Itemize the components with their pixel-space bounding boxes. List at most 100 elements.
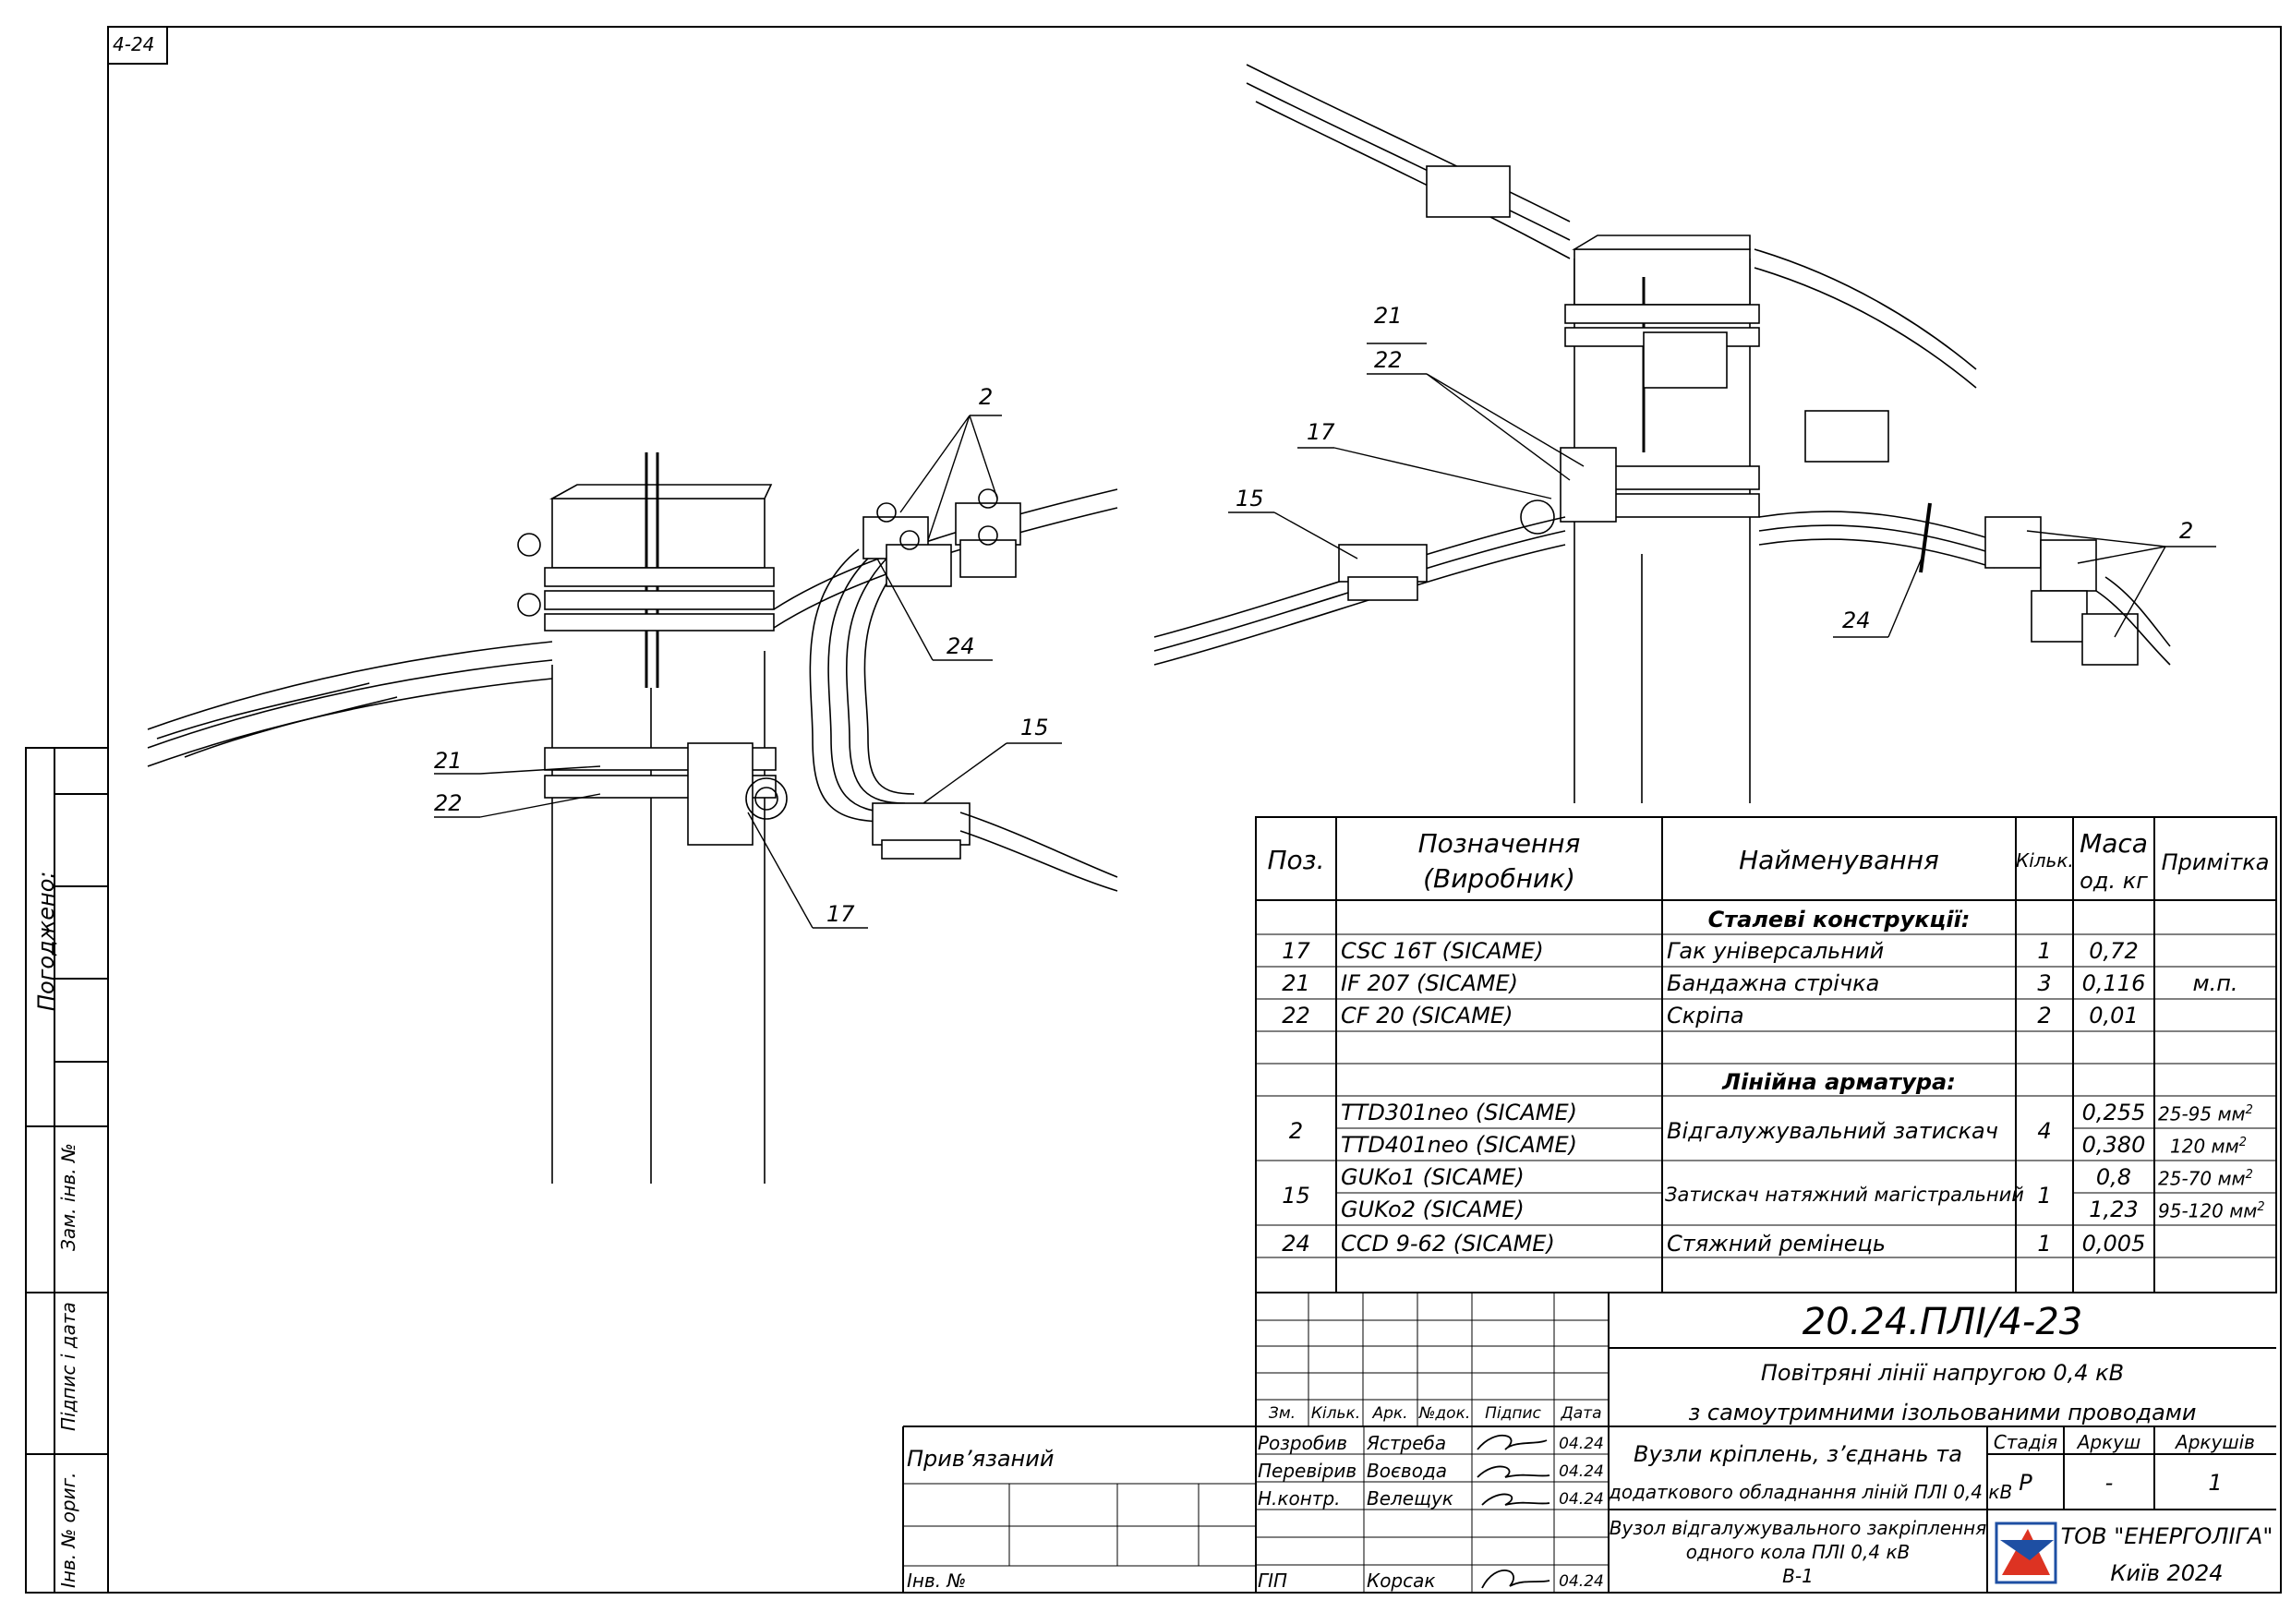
spec-row-mass-b: 0,380 (2081, 1132, 2146, 1158)
title-block-thin (903, 1293, 1609, 1593)
spec-table-rows (1256, 933, 2276, 1258)
spec-row-pos: 24 (1282, 1231, 1310, 1257)
spec-row-name: Бандажна стрічка (1667, 970, 1880, 996)
side-strip (25, 747, 109, 1594)
spec-row-designation: CSC 16T (SICAME) (1341, 938, 1544, 964)
spec-row-mass-a: 0,8 (2095, 1164, 2132, 1190)
spec-row-mass-b: 1,23 (2089, 1197, 2139, 1222)
spec-section-line: Лінійна арматура: (1722, 1069, 1956, 1095)
person-date: 04.24 (1559, 1572, 1604, 1591)
spec-row-mass: 0,01 (2089, 1003, 2139, 1029)
signatures (1477, 1434, 1550, 1589)
spec-row-qty: 1 (2037, 1183, 2052, 1209)
sheet-value: - (2104, 1470, 2114, 1496)
spec-row-designation: CCD 9-62 (SICAME) (1341, 1231, 1555, 1257)
spec-row-name: Затискач натяжний магістральний (1665, 1184, 2024, 1206)
side-label-replaced-inv: Зам. інв. № (57, 1143, 79, 1251)
section-line-2: додаткового обладнання ліній ПЛІ 0,4 кВ (1609, 1481, 2013, 1503)
bound-label: Прив’язаний (907, 1446, 1055, 1472)
callout-right-17: 17 (1307, 419, 1335, 445)
spec-header-note: Примітка (2161, 849, 2270, 875)
spec-row-designation: IF 207 (SICAME) (1341, 970, 1519, 996)
spec-row-name: Стяжний ремінець (1667, 1231, 1887, 1257)
spec-header-mass: Маса (2080, 828, 2148, 859)
spec-row-note: м.п. (2192, 970, 2238, 996)
spec-row-name: Гак універсальний (1667, 938, 1885, 964)
person-role: Перевірив (1258, 1460, 1357, 1482)
spec-row-name: Відгалужувальний затискач (1667, 1118, 1998, 1144)
spec-row-qty: 3 (2037, 970, 2052, 996)
sheet-code-box (107, 26, 168, 65)
callout-right-22: 22 (1374, 347, 1403, 373)
spec-row-mass: 0,72 (2089, 938, 2139, 964)
spec-row-designation-a: GUKo1 (SICAME) (1341, 1164, 1525, 1190)
spec-row-pos: 15 (1282, 1183, 1310, 1209)
spec-header-qty: Кільк. (2016, 849, 2074, 872)
callout-left-2: 2 (979, 384, 994, 410)
person-name: Корсак (1367, 1570, 1436, 1592)
callout-left-17: 17 (826, 901, 855, 927)
col-header: Підпис (1485, 1404, 1541, 1423)
callout-left-21: 21 (434, 748, 463, 774)
spec-row-mass: 0,116 (2081, 970, 2146, 996)
spec-header-manufacturer: (Виробник) (1423, 863, 1575, 894)
callout-left-24: 24 (947, 633, 975, 659)
callout-left-22: 22 (434, 790, 463, 816)
spec-row-qty: 2 (2037, 1003, 2052, 1029)
spec-row-designation-a: TTD301neo (SICAME) (1341, 1100, 1577, 1125)
spec-row-designation-b: TTD401neo (SICAME) (1341, 1132, 1577, 1158)
project-line-2: з самоутримними ізольованими проводами (1688, 1400, 2197, 1426)
left-pole-illustration (147, 452, 1118, 1184)
col-header: Зм. (1268, 1404, 1296, 1423)
spec-row-pos: 17 (1282, 938, 1310, 964)
spec-row-pos: 2 (1288, 1118, 1304, 1144)
person-role: Н.контр. (1258, 1487, 1341, 1510)
spec-header-mass-unit: од. кг (2080, 868, 2148, 894)
spec-header-designation: Позначення (1417, 828, 1581, 859)
spec-header-name: Найменування (1739, 845, 1939, 875)
spec-row-designation: CF 20 (SICAME) (1341, 1003, 1513, 1029)
callout-left-15: 15 (1020, 715, 1049, 740)
callout-right-24: 24 (1842, 607, 1871, 633)
sheets-label: Аркушів (2176, 1431, 2255, 1453)
spec-row-mass-a: 0,255 (2081, 1100, 2146, 1125)
right-pole-illustration (1153, 64, 2171, 803)
spec-row-qty: 1 (2037, 1231, 2052, 1257)
city-year: Київ 2024 (2110, 1560, 2224, 1586)
spec-row-note-a: 25-70 мм2 (2158, 1167, 2253, 1190)
col-header: №док. (1418, 1404, 1471, 1423)
callout-right-21: 21 (1374, 303, 1403, 329)
spec-table-grid (1255, 816, 2277, 1293)
person-name: Ястреба (1367, 1432, 1447, 1454)
person-name: Велещук (1367, 1487, 1453, 1510)
person-date: 04.24 (1559, 1490, 1604, 1509)
stage-label: Стадія (1993, 1431, 2058, 1453)
sheet-code: 4-24 (113, 33, 155, 55)
inv-label: Інв. № (907, 1570, 967, 1592)
col-header: Кільк. (1310, 1404, 1361, 1423)
company-logo (1995, 1522, 2057, 1584)
drawing-line-1: Вузол відгалужувального закріплення (1609, 1517, 1987, 1539)
spec-row-note-a: 25-95 мм2 (2158, 1102, 2253, 1125)
drawing-line-3: В-1 (1782, 1565, 1814, 1587)
title-block-grid (902, 1293, 2276, 1593)
spec-row-designation-b: GUKo2 (SICAME) (1341, 1197, 1525, 1222)
spec-row-note-b: 120 мм2 (2170, 1135, 2247, 1158)
spec-section-steel: Сталеві конструкції: (1707, 907, 1971, 932)
callout-right-15: 15 (1236, 486, 1264, 511)
spec-row-pos: 21 (1282, 970, 1310, 996)
drawing-line-2: одного кола ПЛІ 0,4 кВ (1685, 1541, 1911, 1563)
side-label-orig-inv: Інв. № ориг. (57, 1472, 79, 1588)
person-role: ГІП (1258, 1570, 1288, 1592)
person-name: Воєвода (1367, 1460, 1448, 1482)
person-date: 04.24 (1559, 1462, 1604, 1481)
spec-row-qty: 4 (2037, 1118, 2052, 1144)
person-role: Розробив (1258, 1432, 1347, 1454)
callout-right-2: 2 (2179, 518, 2194, 544)
section-line-1: Вузли кріплень, з’єднань та (1634, 1441, 1962, 1467)
side-label-signature-date: Підпис і дата (57, 1302, 79, 1431)
spec-row-pos: 22 (1282, 1003, 1310, 1029)
spec-header-pos: Поз. (1267, 845, 1325, 875)
